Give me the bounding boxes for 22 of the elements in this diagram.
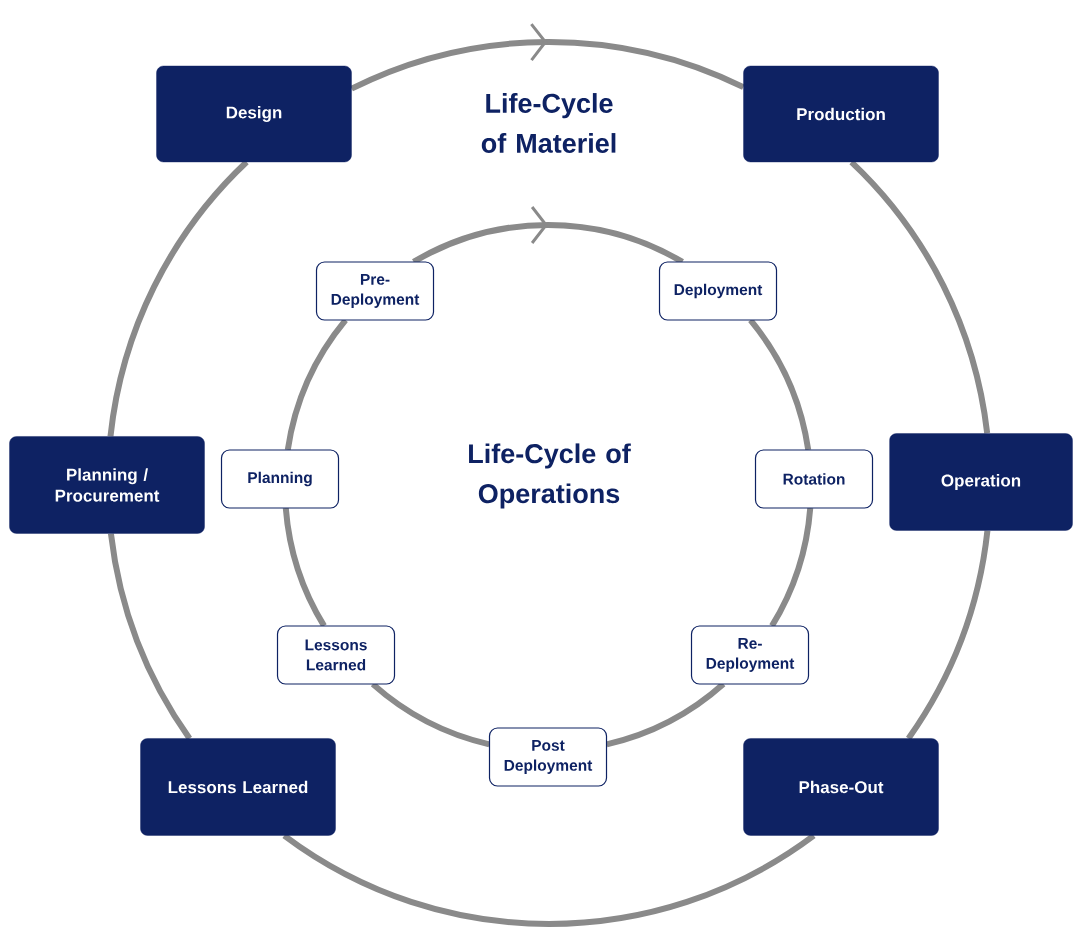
ring-arc [282, 833, 816, 927]
phase-box: Pre-Deployment [315, 261, 435, 321]
ring-arc [284, 318, 348, 451]
phase-box: Post Deployment [488, 727, 608, 787]
phase-box: Re-Deployment [690, 625, 810, 685]
stage-box: Phase-Out [743, 738, 939, 836]
ring-arc [282, 507, 327, 628]
phase-box: Planning [220, 449, 340, 509]
cycle-title: Life-Cycle of Materiel [481, 93, 616, 153]
stage-box: Production [743, 65, 939, 163]
ring-arc [107, 533, 192, 741]
phase-box: Lessons Learned [276, 625, 396, 685]
ring-arc [748, 318, 812, 451]
stage-box: Lessons Learned [140, 738, 336, 836]
ring-arc [906, 530, 991, 741]
stage-box: Planning / Procurement [9, 436, 205, 534]
stage-box: Operation [889, 433, 1073, 531]
stage-box: Design [156, 65, 352, 163]
phase-box: Deployment [658, 261, 778, 321]
cycle-title: Life-Cycle of Operations [469, 443, 631, 509]
phase-box: Rotation [754, 449, 874, 509]
ring-arc [769, 507, 814, 628]
